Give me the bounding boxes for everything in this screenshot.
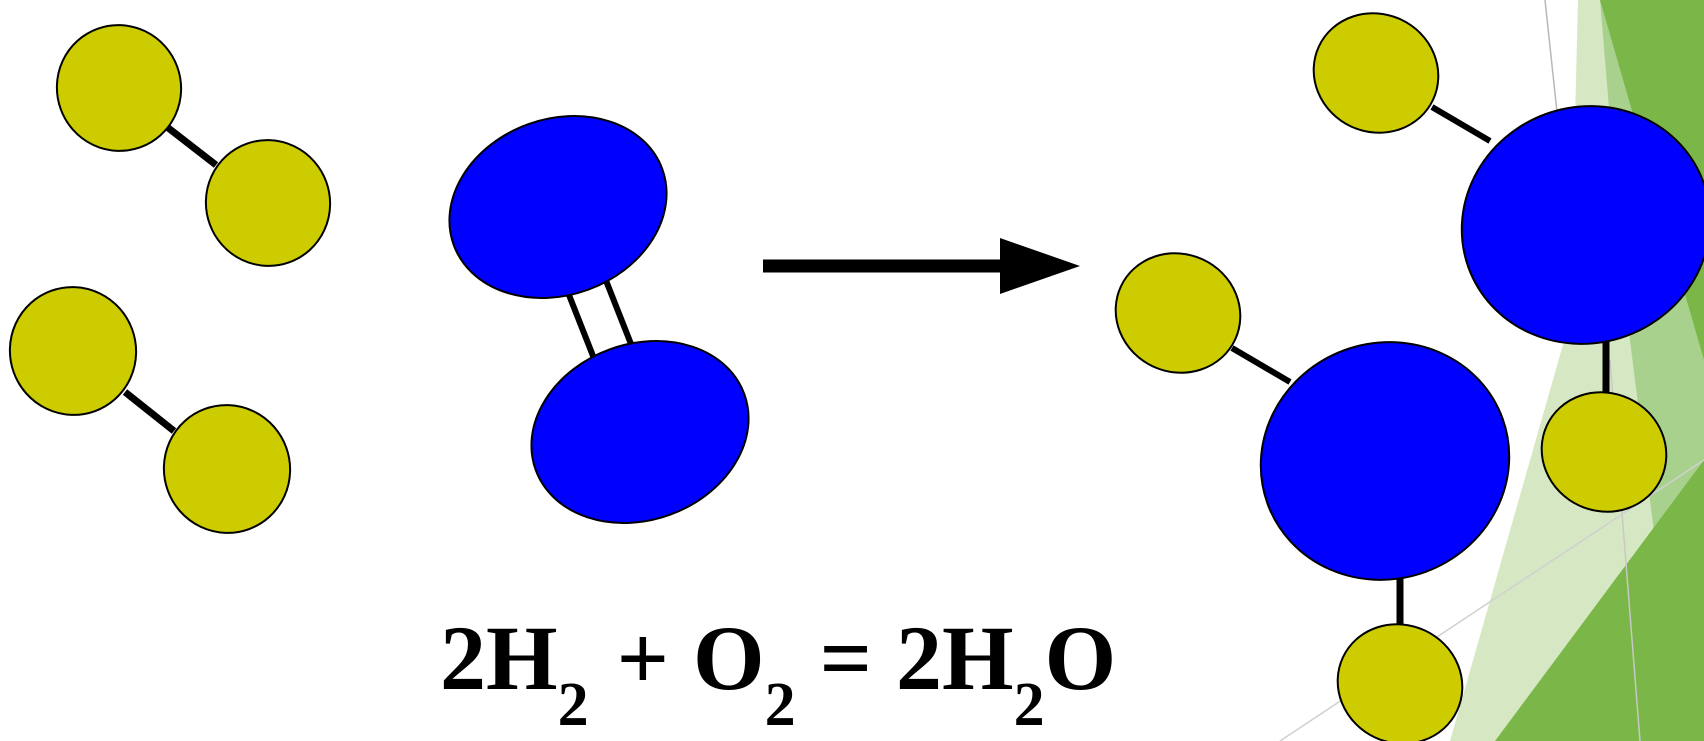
- h2o-molecule-2: [1312, 12, 1704, 513]
- h2o-molecule-1: [1114, 252, 1511, 741]
- plus-sign: +: [617, 612, 669, 709]
- o2-double-bond-line-1: [566, 293, 598, 363]
- o2-molecule: [448, 115, 750, 524]
- h2-symbol: H: [486, 612, 558, 709]
- h2-bond: [164, 124, 219, 168]
- oxygen-atom: [1460, 105, 1704, 345]
- h2o-o-symbol: O: [1045, 612, 1117, 709]
- hydrogen-atom: [1336, 623, 1464, 741]
- o2-symbol: O: [693, 612, 765, 709]
- hydrogen-atom: [55, 24, 183, 152]
- oxygen-atom: [1259, 341, 1511, 581]
- svg-text:2H2+O2=2H2O: 2H2+O2=2H2O: [440, 612, 1116, 732]
- chemical-equation: 2H2+O2=2H2O: [440, 612, 1116, 732]
- arrow-head: [1000, 238, 1080, 294]
- hydrogen-atom: [1312, 12, 1440, 134]
- hydrogen-atom: [1114, 252, 1242, 374]
- o2-subscript: 2: [765, 671, 796, 732]
- oxygen-atom: [530, 340, 750, 524]
- hydrogen-atom: [162, 404, 292, 534]
- oxygen-atom: [448, 115, 668, 299]
- coefficient-h2: 2: [440, 612, 486, 709]
- reaction-arrow: [763, 238, 1080, 294]
- equals-sign: =: [820, 612, 872, 709]
- o2-double-bond-line-2: [602, 276, 634, 346]
- oh-bond: [1230, 345, 1292, 385]
- h2-molecule-2: [8, 286, 292, 534]
- h2-molecule-1: [55, 24, 332, 267]
- h2o-subscript: 2: [1014, 671, 1045, 732]
- hydrogen-atom: [8, 286, 138, 416]
- hydrogen-atom: [204, 139, 332, 267]
- coefficient-h2o: 2: [896, 612, 942, 709]
- h2-subscript: 2: [558, 671, 589, 732]
- h2o-h-symbol: H: [942, 612, 1014, 709]
- h2-bond: [122, 389, 177, 434]
- hydrogen-atom: [1540, 391, 1668, 513]
- oh-bond: [1430, 104, 1492, 144]
- bg-dark-triangle-bottom: [1495, 460, 1704, 741]
